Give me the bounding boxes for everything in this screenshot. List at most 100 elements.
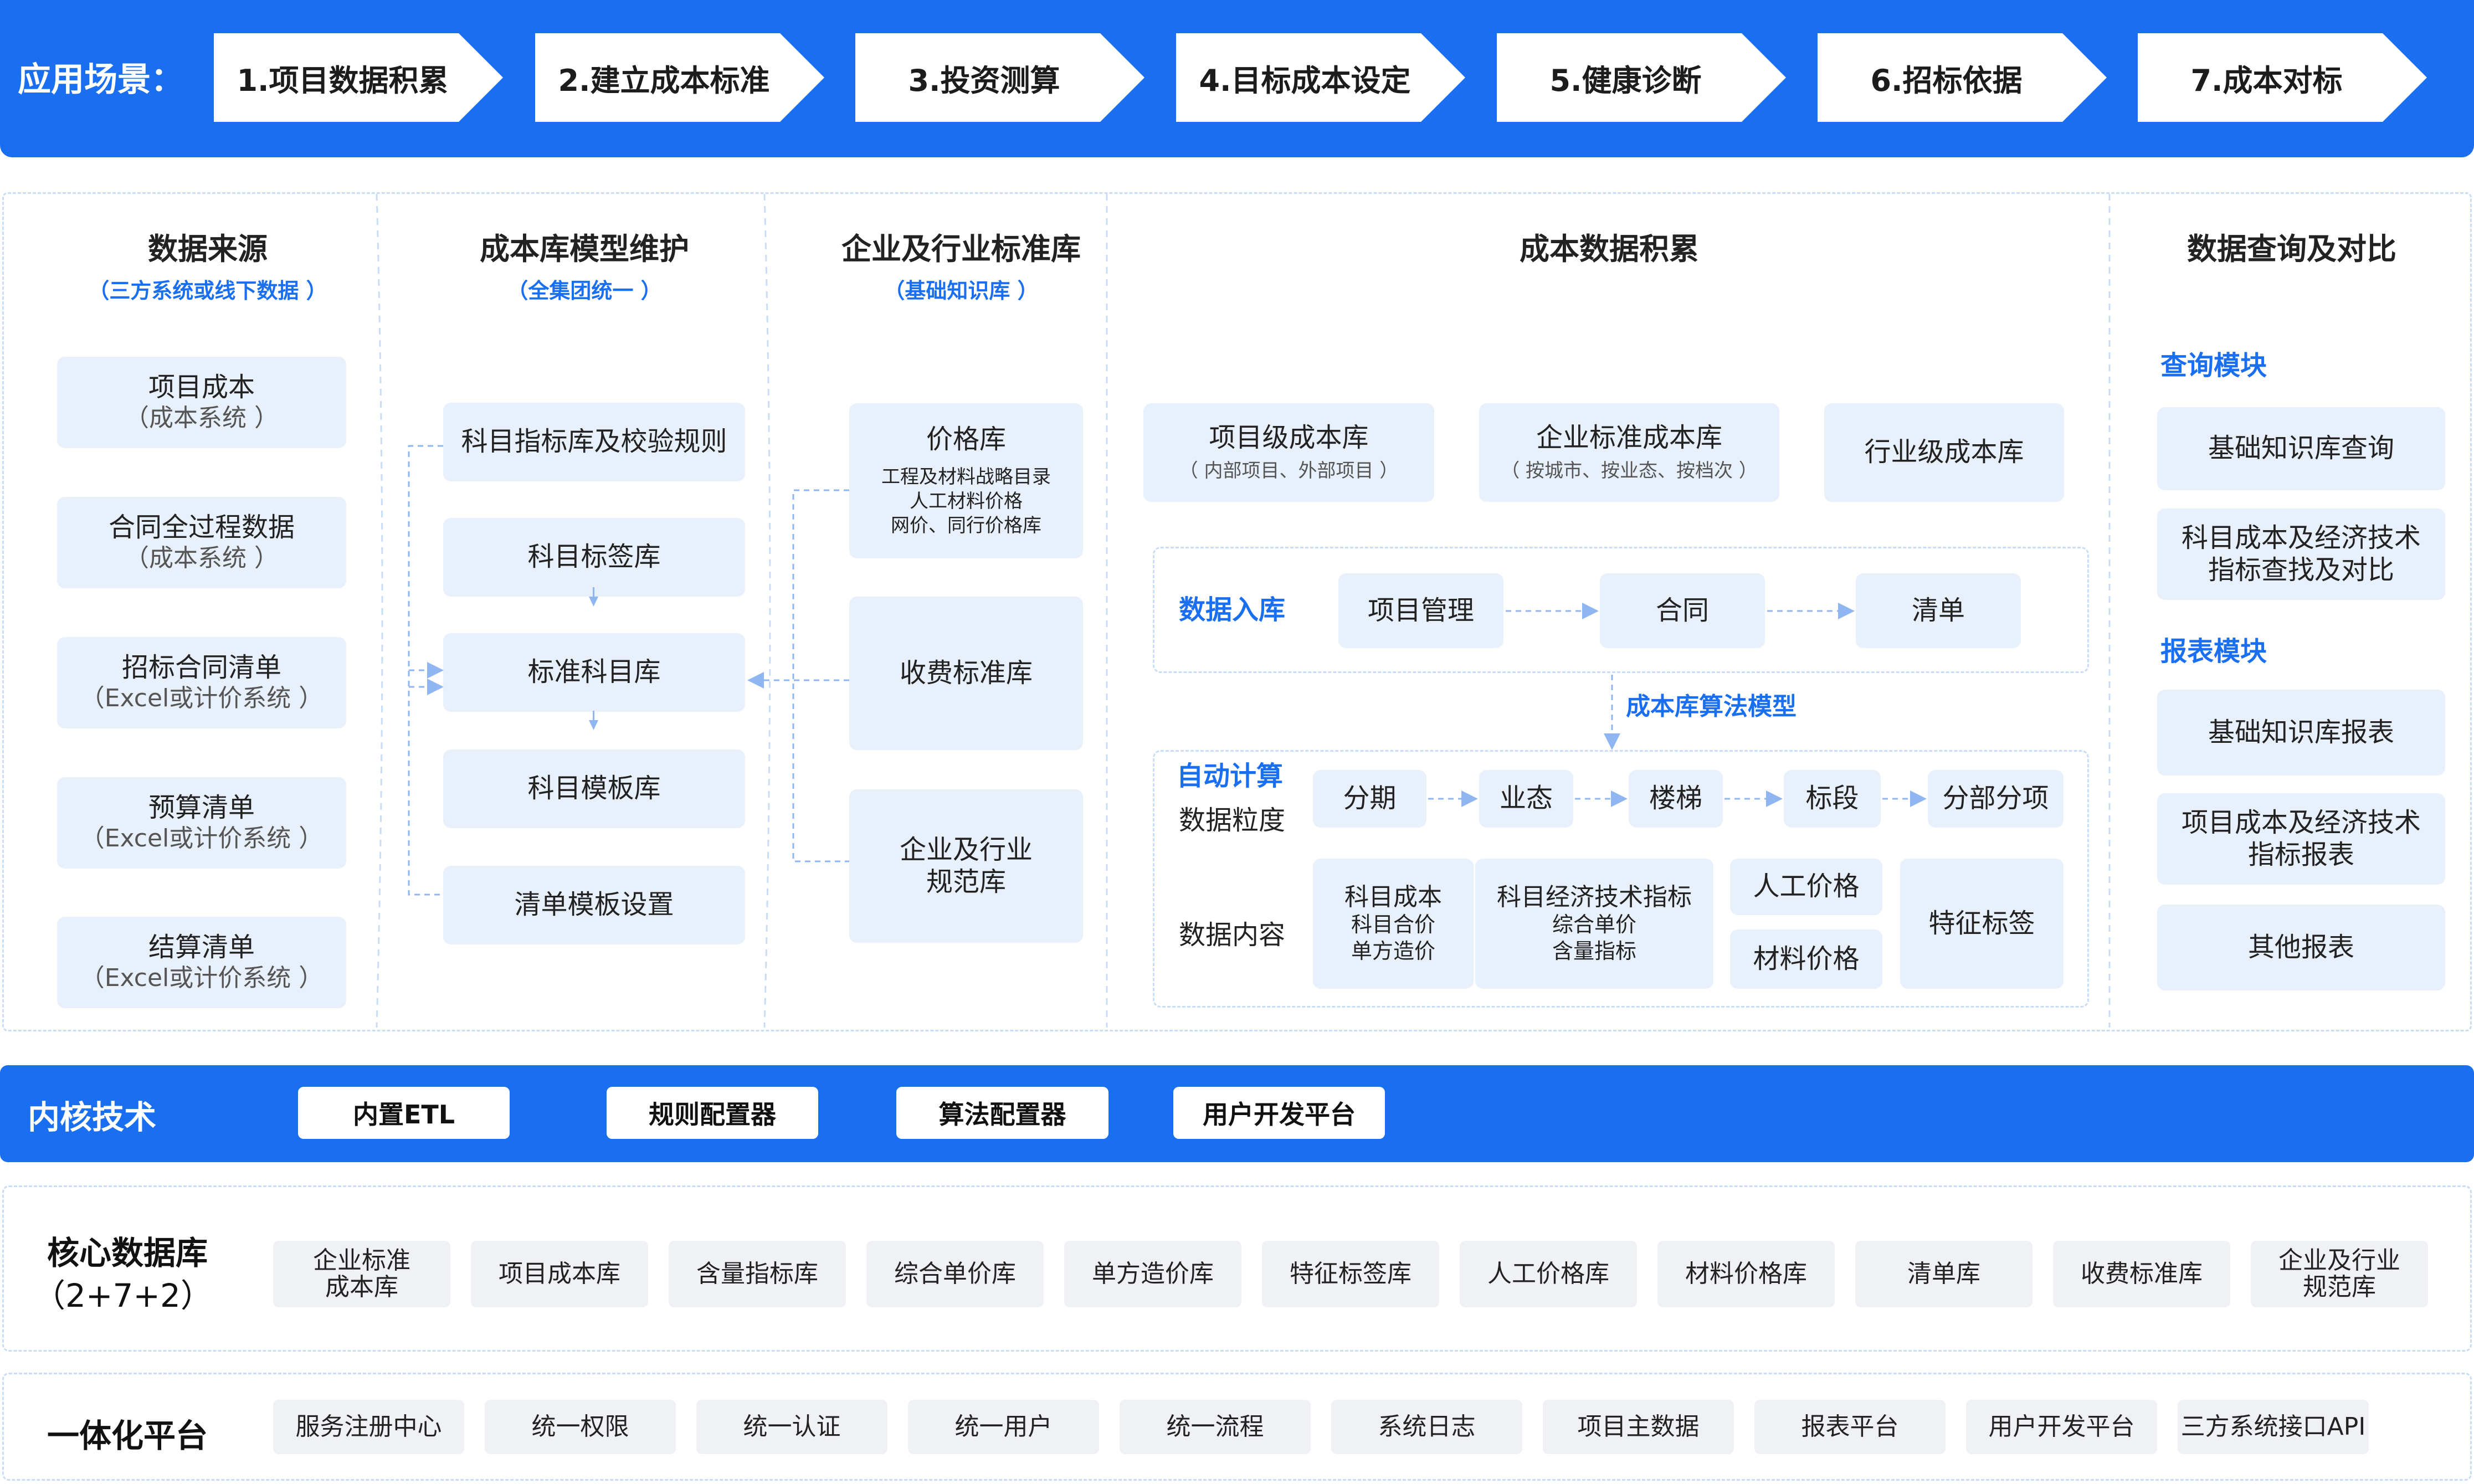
- core-db-fee-standard[interactable]: 收费标准库: [2053, 1241, 2230, 1307]
- content-tech-indicator-line: 综合单价: [1552, 912, 1636, 937]
- scenario-step-target-cost-set[interactable]: 4.目标成本设定: [1176, 33, 1465, 122]
- industry-cost-library[interactable]: 行业级成本库: [1824, 403, 2064, 502]
- chevron-shape: [535, 33, 824, 122]
- platform-unified-user[interactable]: 统一用户: [908, 1400, 1099, 1454]
- core-db-enterprise-std-cost[interactable]: 企业标准 成本库: [273, 1241, 450, 1307]
- core-db-feature-tag[interactable]: 特征标签库: [1262, 1241, 1439, 1307]
- model-subject-indicator-rules[interactable]: 科目指标库及校验规则: [443, 403, 745, 481]
- platform-label: 一体化平台: [47, 1417, 208, 1455]
- granularity-phase[interactable]: 分期: [1313, 770, 1426, 828]
- content-tech-indicator[interactable]: 科目经济技术指标 综合单价 含量指标: [1475, 859, 1713, 989]
- report-project-cost-label: 项目成本及经济技术 指标报表: [2181, 807, 2421, 870]
- ingest-bill[interactable]: 清单: [1856, 573, 2021, 648]
- source-item-sub: （成本系统 ）: [125, 403, 279, 432]
- core-db-bill[interactable]: 清单库: [1855, 1241, 2032, 1307]
- content-subject-cost[interactable]: 科目成本 科目合价 单方造价: [1313, 859, 1474, 989]
- enterprise-std-cost-library[interactable]: 企业标准成本库 （ 按城市、按业态、按档次 ）: [1479, 403, 1779, 502]
- model-title: 成本库模型维护: [480, 232, 689, 266]
- scenario-step-health-diagnosis[interactable]: 5.健康诊断: [1497, 33, 1786, 122]
- platform-report-platform[interactable]: 报表平台: [1754, 1400, 1946, 1454]
- core-db-norm[interactable]: 企业及行业 规范库: [2251, 1241, 2428, 1307]
- scenario-label: 应用场景：: [18, 60, 184, 99]
- scenario-step-project-data-accum[interactable]: 1.项目数据积累: [214, 33, 503, 122]
- core-db-item-label: 企业标准 成本库: [313, 1246, 410, 1301]
- price-library-title: 价格库: [926, 423, 1006, 455]
- core-db-item-label: 含量指标库: [696, 1259, 818, 1288]
- auto-calc-label: 自动计算: [1177, 761, 1284, 792]
- connectors: [408, 445, 1927, 896]
- granularity-format[interactable]: 业态: [1479, 770, 1573, 828]
- chevron-shape: [2138, 33, 2427, 122]
- scenario-step-label: 4.目标成本设定: [1199, 63, 1411, 98]
- core-db-labor-price[interactable]: 人工价格库: [1460, 1241, 1637, 1307]
- platform-user-dev-platform[interactable]: 用户开发平台: [1966, 1400, 2157, 1454]
- scenario-step-build-cost-std[interactable]: 2.建立成本标准: [535, 33, 824, 122]
- norm-library-label: 企业及行业 规范库: [899, 834, 1033, 897]
- content-labor-price[interactable]: 人工价格: [1730, 859, 1882, 915]
- scenario-step-cost-benchmark[interactable]: 7.成本对标: [2138, 33, 2427, 122]
- price-library[interactable]: 价格库 工程及材料战略目录 人工材料价格 网价、同行价格库: [849, 403, 1083, 558]
- core-db-quantity-indicator[interactable]: 含量指标库: [669, 1241, 846, 1307]
- platform-service-registry[interactable]: 服务注册中心: [273, 1400, 464, 1454]
- auto-calc-panel: [1153, 750, 2089, 1008]
- content-tech-indicator-line: 含量指标: [1552, 938, 1636, 963]
- platform-unified-workflow[interactable]: 统一流程: [1120, 1400, 1311, 1454]
- query-subject-cost-compare[interactable]: 科目成本及经济技术 指标查找及对比: [2157, 509, 2445, 600]
- source-settlement-bill[interactable]: 结算清单（Excel或计价系统 ）: [57, 917, 346, 1008]
- content-subject-cost-title: 科目成本: [1344, 882, 1442, 911]
- model-standard-subject-library[interactable]: 标准科目库: [443, 633, 745, 712]
- core-db-unit-cost[interactable]: 单方造价库: [1064, 1241, 1241, 1307]
- source-item-title: 结算清单: [148, 932, 255, 963]
- platform-project-master-data[interactable]: 项目主数据: [1543, 1400, 1734, 1454]
- source-item-title: 招标合同清单: [121, 652, 281, 684]
- platform-unified-permission[interactable]: 统一权限: [485, 1400, 676, 1454]
- core-tech-etl[interactable]: 内置ETL: [298, 1087, 510, 1139]
- source-item-sub: （Excel或计价系统 ）: [80, 824, 324, 853]
- core-db-item-label: 材料价格库: [1685, 1259, 1807, 1288]
- source-item-title: 预算清单: [148, 792, 255, 824]
- project-cost-library-title: 项目级成本库: [1209, 422, 1369, 454]
- ingest-project-mgmt[interactable]: 项目管理: [1338, 573, 1503, 648]
- scenario-step-label: 6.招标依据: [1870, 63, 2023, 98]
- source-budget-bill[interactable]: 预算清单（Excel或计价系统 ）: [57, 777, 346, 869]
- source-project-cost[interactable]: 项目成本（成本系统 ）: [57, 357, 346, 448]
- source-title: 数据来源: [148, 232, 268, 266]
- core-tech-dev-platform[interactable]: 用户开发平台: [1173, 1087, 1385, 1139]
- core-db-item-label: 人工价格库: [1487, 1259, 1609, 1288]
- granularity-stair[interactable]: 楼梯: [1629, 770, 1723, 828]
- content-feature-tag[interactable]: 特征标签: [1900, 859, 2064, 989]
- std-title: 企业及行业标准库: [841, 232, 1081, 266]
- scenario-step-bid-basis[interactable]: 6.招标依据: [1818, 33, 2107, 122]
- source-bid-contract-bill[interactable]: 招标合同清单（Excel或计价系统 ）: [57, 637, 346, 728]
- report-project-cost[interactable]: 项目成本及经济技术 指标报表: [2157, 793, 2445, 885]
- report-other[interactable]: 其他报表: [2157, 905, 2445, 990]
- ingest-contract[interactable]: 合同: [1600, 573, 1765, 648]
- source-contract-process-data[interactable]: 合同全过程数据（成本系统 ）: [57, 497, 346, 588]
- core-tech-label: 内核技术: [28, 1098, 157, 1136]
- norm-library[interactable]: 企业及行业 规范库: [849, 789, 1083, 943]
- scenario-step-investment-estimate[interactable]: 3.投资测算: [855, 33, 1144, 122]
- query-knowledge-base[interactable]: 基础知识库查询: [2157, 407, 2445, 490]
- query-subject-cost-compare-label: 科目成本及经济技术 指标查找及对比: [2181, 522, 2421, 586]
- report-knowledge-base[interactable]: 基础知识库报表: [2157, 690, 2445, 776]
- model-subject-tag-library[interactable]: 科目标签库: [443, 518, 745, 597]
- core-db-label: 核心数据库: [47, 1234, 208, 1272]
- model-subject-template-library[interactable]: 科目模板库: [443, 749, 745, 828]
- platform-system-log[interactable]: 系统日志: [1331, 1400, 1522, 1454]
- content-material-price[interactable]: 材料价格: [1730, 930, 1882, 989]
- main-panel: [2, 192, 2472, 1031]
- column-dividers: [376, 193, 2111, 1028]
- platform-third-party-api[interactable]: 三方系统接口API: [2178, 1400, 2369, 1454]
- core-db-project-cost[interactable]: 项目成本库: [471, 1241, 648, 1307]
- core-db-item-label: 综合单价库: [894, 1259, 1016, 1288]
- fee-standard-library[interactable]: 收费标准库: [849, 597, 1083, 750]
- platform-unified-auth[interactable]: 统一认证: [696, 1400, 887, 1454]
- model-bill-template-setting[interactable]: 清单模板设置: [443, 866, 745, 944]
- core-db-composite-unit-price[interactable]: 综合单价库: [866, 1241, 1044, 1307]
- core-tech-rule-config[interactable]: 规则配置器: [607, 1087, 818, 1139]
- core-db-material-price[interactable]: 材料价格库: [1657, 1241, 1835, 1307]
- granularity-subitem[interactable]: 分部分项: [1928, 770, 2064, 828]
- granularity-section[interactable]: 标段: [1784, 770, 1881, 828]
- project-cost-library[interactable]: 项目级成本库 （ 内部项目、外部项目 ）: [1143, 403, 1434, 502]
- core-tech-algo-config[interactable]: 算法配置器: [896, 1087, 1108, 1139]
